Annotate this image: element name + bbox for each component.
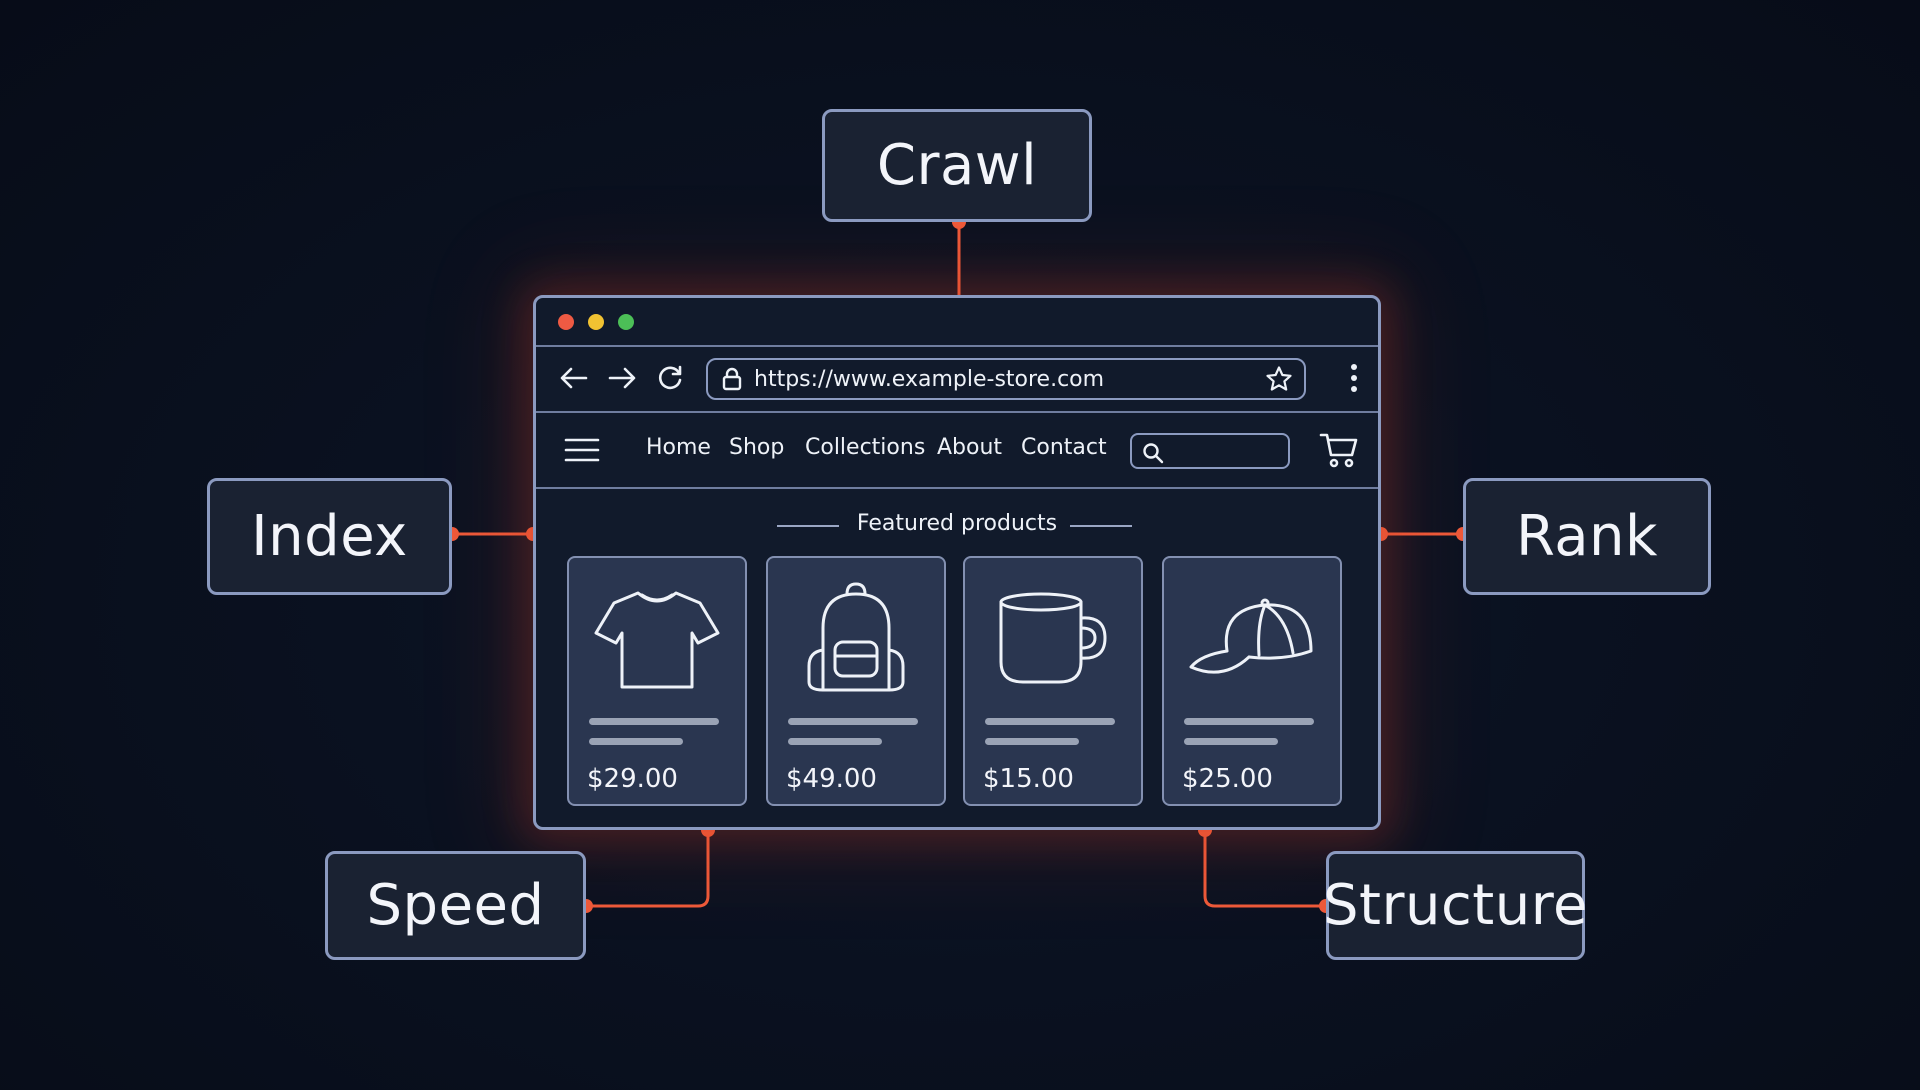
product-card[interactable]: $15.00 bbox=[963, 556, 1143, 806]
placeholder-text-line bbox=[1184, 718, 1314, 725]
close-window-dot[interactable] bbox=[558, 314, 574, 330]
product-price: $49.00 bbox=[786, 764, 877, 794]
backpack-icon bbox=[768, 578, 944, 698]
browser-toolbar: https://www.example-store.com bbox=[536, 346, 1378, 413]
label-rank: Rank bbox=[1463, 478, 1711, 595]
lock-icon bbox=[720, 366, 744, 392]
bookmark-star-icon[interactable] bbox=[1264, 364, 1294, 394]
label-crawl: Crawl bbox=[822, 109, 1092, 222]
maximize-window-dot[interactable] bbox=[618, 314, 634, 330]
product-price: $15.00 bbox=[983, 764, 1074, 794]
product-card[interactable]: $25.00 bbox=[1162, 556, 1342, 806]
product-price: $25.00 bbox=[1182, 764, 1273, 794]
site-navigation: Home Shop Collections About Contact bbox=[536, 413, 1378, 489]
connector-structure bbox=[1203, 830, 1326, 908]
reload-icon[interactable] bbox=[652, 360, 688, 396]
nav-link-home[interactable]: Home bbox=[646, 435, 711, 460]
placeholder-text-line bbox=[788, 718, 918, 725]
cap-icon bbox=[1164, 578, 1340, 698]
placeholder-text-line bbox=[589, 738, 683, 745]
nav-link-shop[interactable]: Shop bbox=[729, 435, 785, 460]
search-input[interactable] bbox=[1130, 433, 1290, 469]
label-speed: Speed bbox=[325, 851, 586, 960]
divider-rule bbox=[777, 525, 839, 527]
placeholder-text-line bbox=[1184, 738, 1278, 745]
product-card[interactable]: $49.00 bbox=[766, 556, 946, 806]
divider-rule bbox=[1070, 525, 1132, 527]
connector-speed bbox=[586, 830, 710, 908]
label-text: Rank bbox=[1516, 504, 1658, 569]
product-card[interactable]: $29.00 bbox=[567, 556, 747, 806]
label-text: Structure bbox=[1323, 873, 1589, 938]
product-price: $29.00 bbox=[587, 764, 678, 794]
browser-window: https://www.example-store.com Home Shop … bbox=[533, 295, 1381, 830]
url-text: https://www.example-store.com bbox=[754, 366, 1105, 392]
shopping-cart-icon[interactable] bbox=[1319, 431, 1359, 469]
browser-titlebar bbox=[536, 298, 1378, 347]
url-bar[interactable]: https://www.example-store.com bbox=[706, 358, 1306, 400]
nav-link-about[interactable]: About bbox=[937, 435, 1003, 460]
section-title: Featured products bbox=[856, 511, 1058, 536]
label-text: Speed bbox=[366, 873, 545, 938]
t-shirt-icon bbox=[569, 578, 745, 698]
placeholder-text-line bbox=[985, 738, 1079, 745]
placeholder-text-line bbox=[589, 718, 719, 725]
label-index: Index bbox=[207, 478, 452, 595]
nav-link-contact[interactable]: Contact bbox=[1021, 435, 1107, 460]
label-structure: Structure bbox=[1323, 851, 1589, 960]
forward-arrow-icon[interactable] bbox=[604, 360, 640, 396]
minimize-window-dot[interactable] bbox=[588, 314, 604, 330]
hamburger-menu-icon[interactable] bbox=[564, 435, 600, 465]
kebab-menu-icon[interactable] bbox=[1342, 360, 1366, 396]
placeholder-text-line bbox=[985, 718, 1115, 725]
back-arrow-icon[interactable] bbox=[556, 360, 592, 396]
label-text: Crawl bbox=[876, 133, 1038, 198]
placeholder-text-line bbox=[788, 738, 882, 745]
nav-link-collections[interactable]: Collections bbox=[805, 435, 926, 460]
label-text: Index bbox=[251, 504, 408, 569]
search-icon bbox=[1142, 442, 1164, 464]
mug-icon bbox=[965, 578, 1141, 698]
